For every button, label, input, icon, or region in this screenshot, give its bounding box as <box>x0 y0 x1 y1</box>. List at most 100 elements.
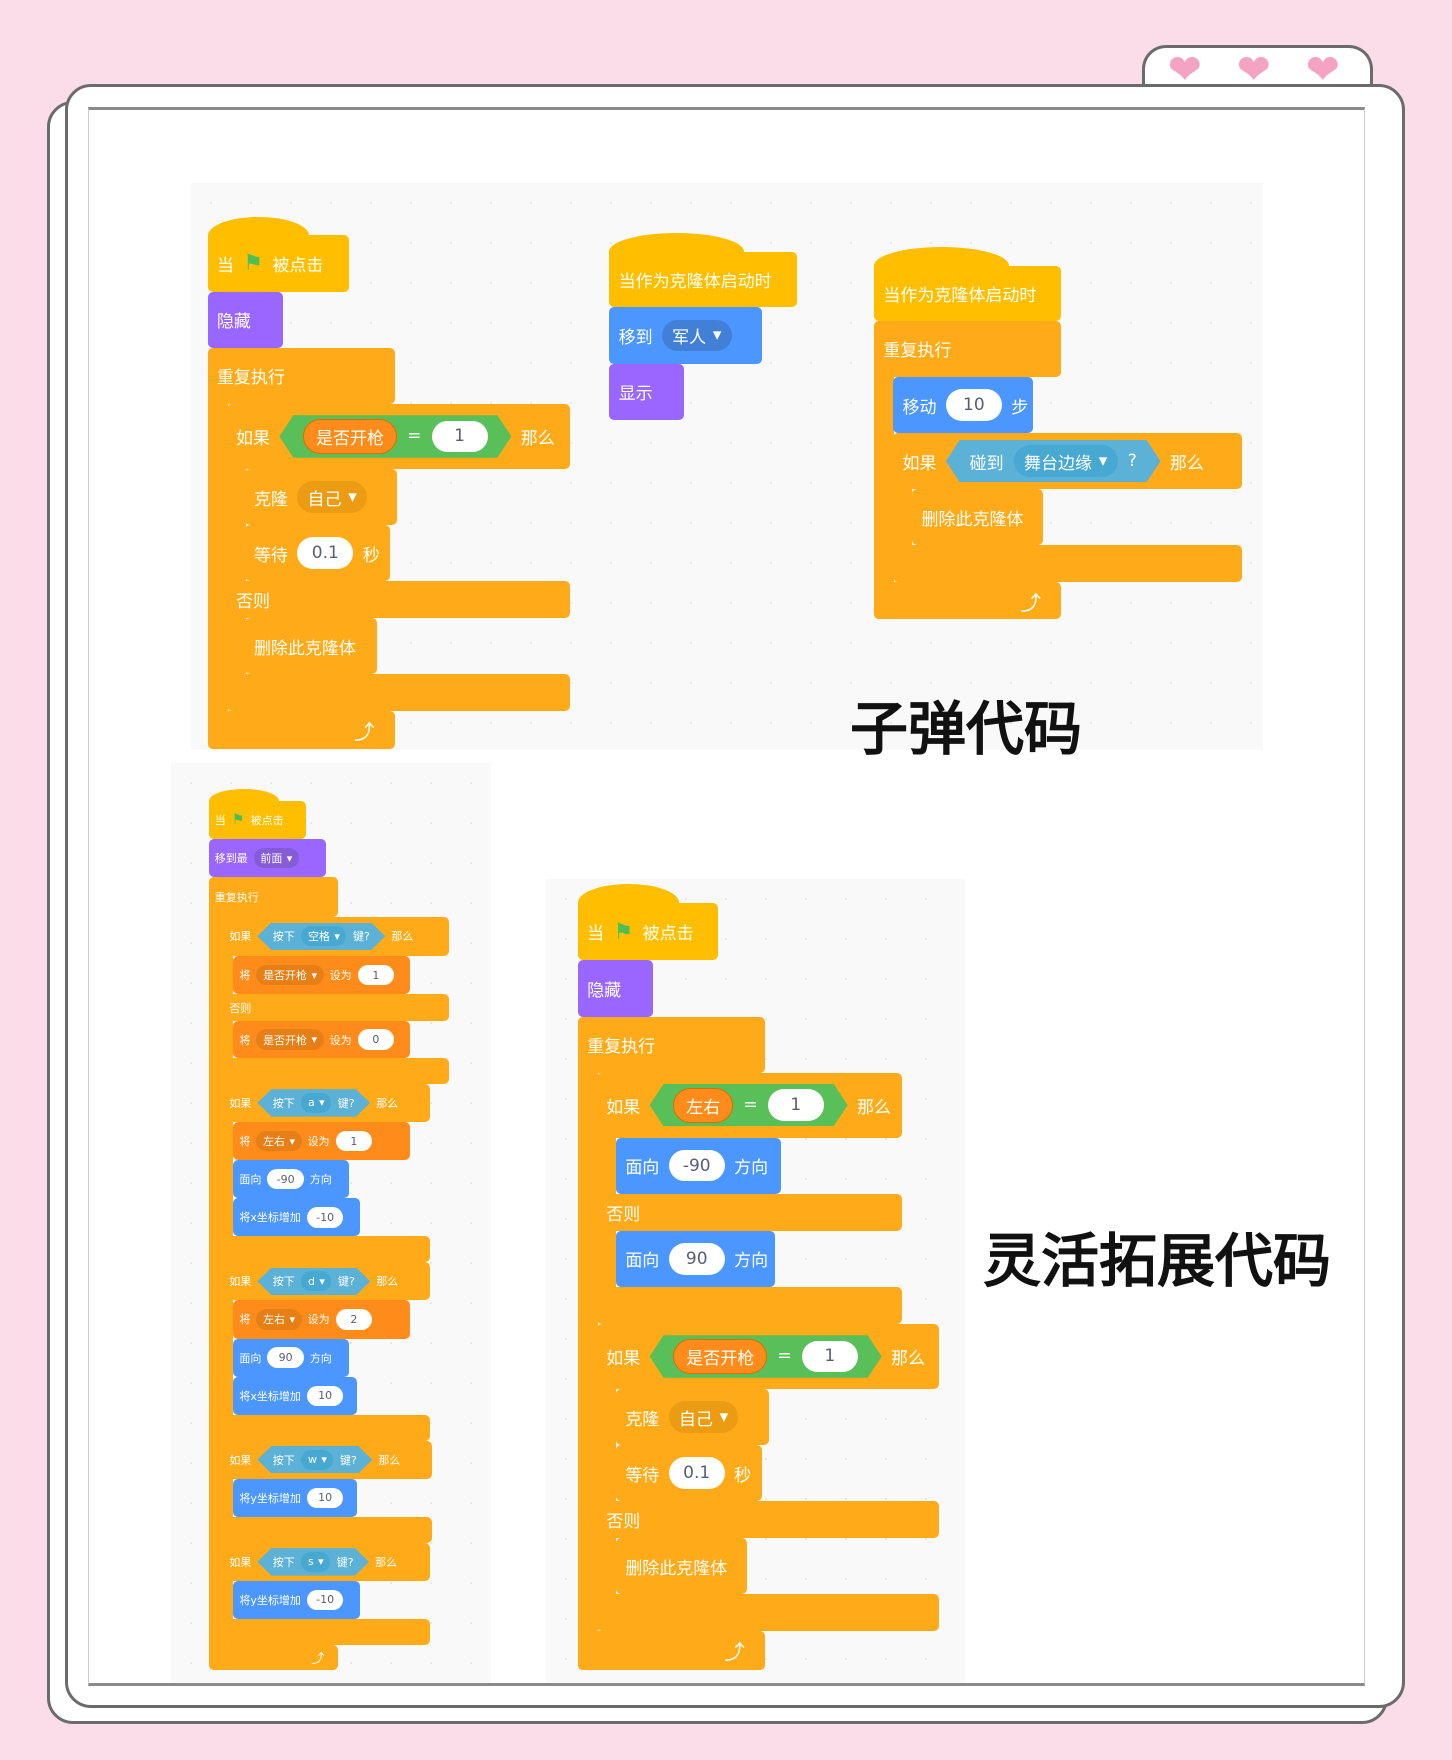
if-key-space-block[interactable]: 如果按下空格▾键?那么 <box>223 916 449 956</box>
forever-block[interactable]: 重复执行 <box>208 877 338 917</box>
if-touching-edge-block[interactable]: 如果碰到舞台边缘▾?那么 <box>893 433 1243 490</box>
block-label: 将 <box>239 1135 251 1149</box>
chevron-down-icon: ▾ <box>348 487 357 508</box>
when-start-as-clone-block[interactable]: 当作为克隆体启动时 <box>609 233 797 308</box>
number-input[interactable]: -90 <box>267 1169 304 1190</box>
else-label[interactable]: 否则 <box>226 581 570 619</box>
number-input[interactable]: 0 <box>357 1029 394 1050</box>
change-x-block[interactable]: 将x坐标增加-10 <box>233 1198 361 1237</box>
delete-clone-block[interactable]: 删除此克隆体 <box>912 489 1044 546</box>
else-label[interactable]: 否则 <box>223 994 449 1021</box>
hide-block[interactable]: 隐藏 <box>207 291 283 348</box>
number-input[interactable]: -10 <box>306 1589 344 1611</box>
dropdown[interactable]: 是否开枪▾ <box>256 964 324 986</box>
else-label[interactable]: 否则 <box>596 1501 940 1539</box>
block-content: 克隆自己▾ <box>616 1389 769 1445</box>
repeat-arm <box>208 877 226 1670</box>
variable-reporter[interactable]: 左右 <box>673 1088 733 1123</box>
number-input[interactable]: 1 <box>335 1130 372 1152</box>
number-input[interactable]: 90 <box>668 1243 725 1275</box>
forever-block[interactable]: 重复执行 <box>874 320 1062 377</box>
go-to-front-block[interactable]: 移到最前面▾ <box>208 839 327 878</box>
number-input[interactable]: -90 <box>668 1150 725 1182</box>
forever-bottom[interactable]: ⤴ <box>577 1631 766 1670</box>
dropdown[interactable]: s▾ <box>301 1552 330 1572</box>
forever-bottom[interactable]: ⤴ <box>208 1644 338 1670</box>
number-input[interactable]: 10 <box>306 1385 344 1406</box>
forever-bottom[interactable]: ⤴ <box>207 711 395 750</box>
number-input[interactable]: 1 <box>432 421 488 452</box>
when-start-as-clone-block[interactable]: 当作为克隆体启动时 <box>874 246 1062 321</box>
forever-bottom[interactable]: ⤴ <box>874 582 1062 620</box>
dropdown[interactable]: 空格▾ <box>301 926 346 946</box>
change-y-block[interactable]: 将y坐标增加-10 <box>233 1580 361 1620</box>
dropdown[interactable]: 舞台边缘▾ <box>1014 445 1118 476</box>
number-input[interactable]: -10 <box>306 1207 344 1228</box>
number-input[interactable]: 1 <box>768 1089 824 1120</box>
number-input[interactable]: 10 <box>306 1487 344 1509</box>
number-input[interactable]: 90 <box>267 1347 304 1368</box>
hide-block[interactable]: 隐藏 <box>577 960 653 1017</box>
dropdown[interactable]: d▾ <box>301 1271 331 1291</box>
dropdown[interactable]: 自己▾ <box>668 1401 739 1433</box>
block-content: 删除此克隆体 <box>616 1538 747 1594</box>
block-label: 等待 <box>625 1465 660 1486</box>
create-clone-block[interactable]: 克隆自己▾ <box>244 468 398 526</box>
number-input[interactable]: 2 <box>335 1309 372 1330</box>
if-else-bottom <box>226 674 570 712</box>
delete-clone-block[interactable]: 删除此克隆体 <box>244 618 377 675</box>
dropdown[interactable]: w▾ <box>301 1450 333 1470</box>
number-input[interactable]: 10 <box>945 389 1002 421</box>
block-label: 键? <box>338 1275 355 1289</box>
block-label: 否则 <box>229 1001 252 1015</box>
when-flag-clicked-block[interactable]: 当⚑被点击 <box>208 788 307 840</box>
number-input[interactable]: 1 <box>802 1341 858 1372</box>
variable-reporter[interactable]: 是否开枪 <box>303 419 397 454</box>
forever-block[interactable]: 重复执行 <box>577 1016 766 1073</box>
dropdown[interactable]: a▾ <box>301 1093 331 1113</box>
variable-reporter[interactable]: 是否开枪 <box>673 1339 767 1374</box>
dropdown[interactable]: 是否开枪▾ <box>256 1029 324 1050</box>
dropdown[interactable]: 左右▾ <box>256 1130 302 1152</box>
when-flag-clicked-block[interactable]: 当⚑被点击 <box>207 216 349 292</box>
forever-block[interactable]: 重复执行 <box>207 347 395 404</box>
when-flag-clicked-block[interactable]: 当⚑被点击 <box>577 884 719 961</box>
dropdown[interactable]: 自己▾ <box>297 481 367 513</box>
dropdown[interactable]: 前面▾ <box>253 848 299 869</box>
delete-clone-block[interactable]: 删除此克隆体 <box>615 1538 748 1595</box>
show-block[interactable]: 显示 <box>609 363 685 420</box>
go-to-block[interactable]: 移到军人▾ <box>609 307 762 364</box>
number-input[interactable]: 0.1 <box>668 1457 725 1489</box>
dropdown[interactable]: 军人▾ <box>661 319 732 352</box>
block-label: 秒 <box>362 545 380 566</box>
create-clone-block[interactable]: 克隆自己▾ <box>615 1389 769 1446</box>
block-content: 重复执行 <box>874 321 1061 377</box>
number-input[interactable]: 1 <box>357 964 394 986</box>
number-input[interactable]: 0.1 <box>297 537 354 569</box>
else-label[interactable]: 否则 <box>596 1193 903 1231</box>
dropdown[interactable]: 左右▾ <box>256 1309 302 1330</box>
